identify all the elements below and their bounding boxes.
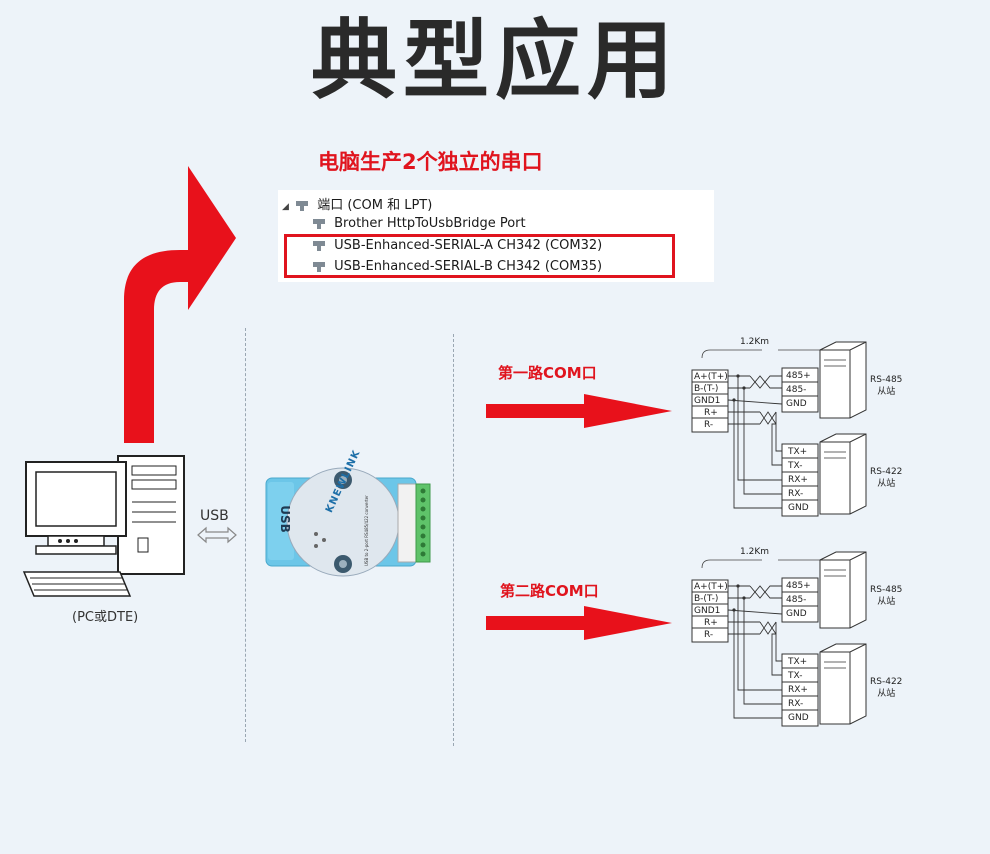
pin-label: 485+	[786, 581, 811, 591]
pin-label: GND1	[694, 396, 721, 406]
rs422-terminal-pins: TX+ TX- RX+ RX- GND	[788, 655, 809, 725]
pin-label: GND	[788, 503, 809, 513]
com-port-1-arrow	[486, 394, 672, 428]
device-item-serial-a[interactable]: USB-Enhanced-SERIAL-A CH342 (COM32)	[312, 238, 602, 253]
pc-computer-icon	[22, 455, 185, 597]
usb-serial-converter: USB KNEWLINK USB to 2-port RS485/422 con…	[264, 448, 436, 584]
pin-label: TX+	[788, 447, 808, 457]
pin-label: GND	[788, 713, 809, 723]
slave-label: 从站	[877, 479, 896, 489]
pin-label: 485-	[786, 385, 807, 395]
ports-category-row[interactable]: ◢ 端口 (COM 和 LPT)	[282, 194, 432, 213]
collapse-triangle-icon[interactable]: ◢	[282, 202, 289, 212]
pin-label: GND1	[694, 606, 721, 616]
pin-label: GND	[786, 609, 807, 619]
device-item-label: USB-Enhanced-SERIAL-B CH342 (COM35)	[334, 259, 603, 274]
rs485-slave-caption: RS-485 从站	[870, 584, 902, 608]
device-item-brother[interactable]: Brother HttpToUsbBridge Port	[312, 216, 526, 231]
pin-label: R-	[704, 630, 714, 640]
pc-caption: (PC或DTE)	[72, 610, 139, 625]
slave-type: RS-422	[870, 467, 903, 477]
port-icon	[313, 218, 325, 229]
slave-type: RS-422	[870, 677, 903, 687]
pin-label: GND	[786, 399, 807, 409]
pin-label: TX-	[788, 671, 803, 681]
usb-label: USB	[200, 508, 229, 524]
page-title: 典型应用	[311, 11, 679, 111]
pin-label: RX-	[788, 699, 804, 709]
com-port-2-label: 第二路COM口	[500, 582, 599, 600]
pin-label: 485-	[786, 595, 807, 605]
rs485-terminal-pins: 485+ 485- GND	[786, 369, 811, 411]
slave-label: 从站	[877, 597, 896, 607]
rs422-slave-caption: RS-422 从站	[870, 676, 902, 700]
rs485-slave-caption: RS-485 从站	[870, 374, 902, 398]
ports-category-label: 端口 (COM 和 LPT)	[317, 198, 433, 213]
pin-label: B-(T-)	[694, 594, 719, 604]
converter-usb-label: USB	[277, 505, 292, 533]
device-item-label: Brother HttpToUsbBridge Port	[334, 216, 526, 231]
pin-label: TX-	[788, 461, 803, 471]
com-port-1-label: 第一路COM口	[498, 364, 597, 382]
rs485-terminal-pins: 485+ 485- GND	[786, 579, 811, 621]
pin-label: B-(T-)	[694, 384, 719, 394]
pin-label: 485+	[786, 371, 811, 381]
pin-label: R+	[704, 618, 718, 628]
wiring-diagram-2: 1.2Km A+(T+) B-(T-) GND1 R+ R- 485+ 485-…	[690, 544, 920, 732]
pin-label: RX+	[788, 685, 808, 695]
pin-label: A+(T+)	[694, 372, 728, 382]
pin-label: R+	[704, 408, 718, 418]
pin-label: RX+	[788, 475, 808, 485]
rs422-slave-caption: RS-422 从站	[870, 466, 902, 490]
pin-label: TX+	[788, 657, 808, 667]
serial-ports-caption: 电脑生产2个独立的串口	[318, 150, 543, 174]
com-port-2-arrow	[486, 606, 672, 640]
slave-type: RS-485	[870, 585, 903, 595]
divider-left	[245, 328, 246, 742]
wiring-diagram-1: 1.2Km A+(T+) B-(T-) GND1 R+ R- 485+ 485-…	[690, 334, 920, 522]
slave-label: 从站	[877, 387, 896, 397]
pin-label: RX-	[788, 489, 804, 499]
device-item-serial-b[interactable]: USB-Enhanced-SERIAL-B CH342 (COM35)	[312, 259, 602, 274]
port-icon	[313, 240, 325, 251]
bidirectional-arrow-icon	[197, 526, 237, 544]
converter-model-text: USB to 2-port RS485/422 converter	[364, 495, 369, 566]
slave-label: 从站	[877, 689, 896, 699]
pin-label: R-	[704, 420, 714, 430]
slave-type: RS-485	[870, 375, 903, 385]
cable-distance: 1.2Km	[740, 337, 769, 347]
port-icon	[296, 200, 309, 211]
left-terminal-pins: A+(T+) B-(T-) GND1 R+ R-	[694, 371, 728, 431]
device-item-label: USB-Enhanced-SERIAL-A CH342 (COM32)	[334, 238, 603, 253]
cable-distance: 1.2Km	[740, 547, 769, 557]
left-terminal-pins: A+(T+) B-(T-) GND1 R+ R-	[694, 581, 728, 641]
port-icon	[313, 261, 325, 272]
rs422-terminal-pins: TX+ TX- RX+ RX- GND	[788, 445, 809, 515]
pin-label: A+(T+)	[694, 582, 728, 592]
pc-to-ports-arrow	[124, 166, 236, 443]
divider-right	[453, 334, 454, 746]
highlight-box	[284, 234, 675, 278]
